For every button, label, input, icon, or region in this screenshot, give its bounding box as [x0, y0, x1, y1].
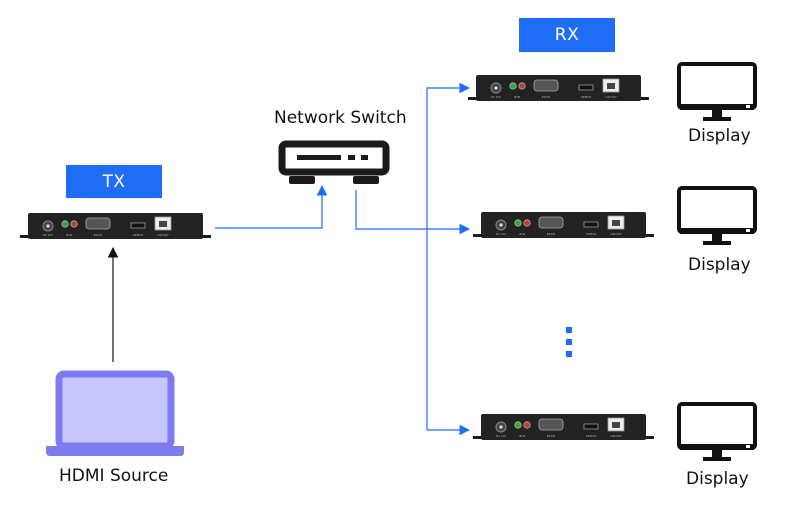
tx-to-switch-line	[215, 184, 328, 229]
rx-device-3-port-label: HDMI IN	[586, 434, 597, 438]
monitors-layer	[677, 62, 757, 461]
rx-device-1-port-label: IR IN	[514, 95, 520, 99]
rx-device-1: DC 12V IR IN RS232 HDMI IN LAN OUT	[468, 75, 649, 101]
rx-device-3-port-label: RS232	[547, 434, 556, 438]
tx-device-port-label: IR IN	[66, 233, 72, 237]
rx-device-3-port-label: LAN OUT	[610, 434, 622, 438]
rx-device-1-port-label: HDMI IN	[581, 95, 592, 99]
rx-device-1-port-label: LAN OUT	[605, 95, 617, 99]
more-receivers-ellipsis-icon	[566, 327, 572, 363]
rx-device-2-port-label: LAN OUT	[610, 232, 622, 236]
tx-tag: TX	[66, 165, 162, 198]
hdmi-source-label: HDMI Source	[59, 466, 169, 486]
rx-device-2-port-label: DC 12V	[496, 232, 506, 236]
tx-device-port-label: RS232	[94, 233, 103, 237]
laptop-icon	[46, 370, 184, 456]
monitor-icon-3	[677, 402, 757, 461]
tx-device: DC 12V IR IN RS232 HDMI IN LAN OUT	[20, 213, 211, 239]
tx-device-port-label: HDMI IN	[133, 233, 144, 237]
network-switch-icon	[278, 140, 390, 184]
rx-tag: RX	[519, 18, 615, 52]
rx-device-2-port-label: IR IN	[519, 232, 525, 236]
monitor-icon-2	[677, 186, 757, 245]
rx-device-2: DC 12V IR IN RS232 HDMI IN LAN OUT	[473, 212, 654, 238]
connection-lines	[107, 82, 471, 436]
display-label-1: Display	[688, 126, 751, 146]
rx-device-3-port-label: DC 12V	[496, 434, 506, 438]
display-label-3: Display	[686, 469, 749, 489]
display-label-2: Display	[688, 255, 751, 275]
rx-device-2-port-label: RS232	[547, 232, 556, 236]
rx-device-3: DC 12V IR IN RS232 HDMI IN LAN OUT	[473, 414, 654, 440]
rx-device-1-port-label: RS232	[542, 95, 551, 99]
tx-device-port-label: LAN OUT	[157, 233, 169, 237]
monitor-icon-1	[677, 62, 757, 121]
rx-trunk-line	[426, 82, 471, 430]
tx-device-port-label: DC 12V	[43, 233, 53, 237]
rx-device-1-port-label: DC 12V	[491, 95, 501, 99]
rx-device-3-port-label: IR IN	[519, 434, 525, 438]
network-switch-label: Network Switch	[274, 108, 407, 128]
rx-device-2-port-label: HDMI IN	[586, 232, 597, 236]
switch-to-rx2-line	[355, 190, 471, 235]
